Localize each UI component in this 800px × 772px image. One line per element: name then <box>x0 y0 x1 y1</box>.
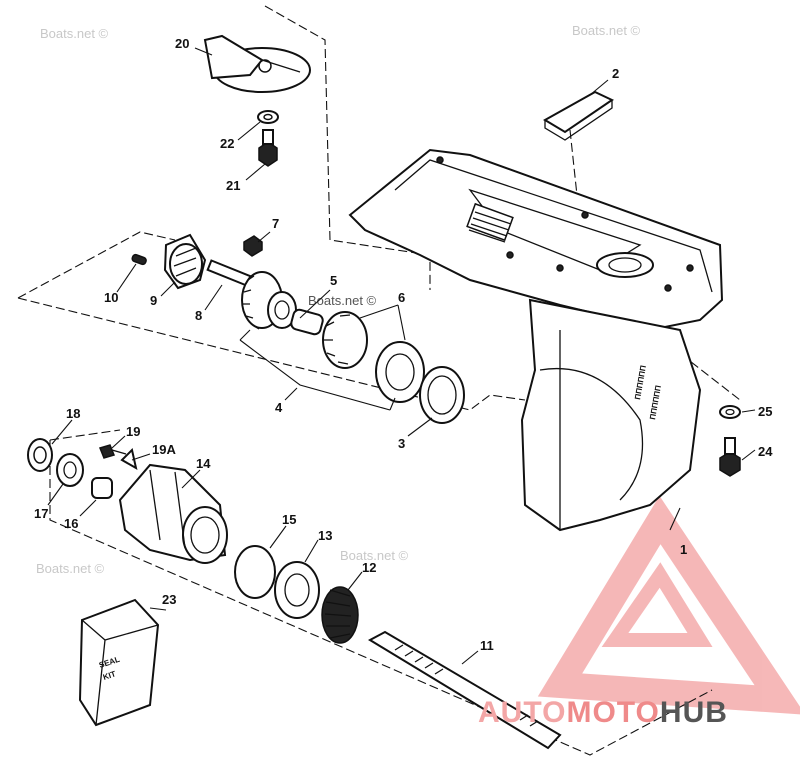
ball-bearing-inner <box>284 573 310 607</box>
callout-5: 5 <box>330 273 337 288</box>
callout-3: 3 <box>398 436 405 451</box>
callout-21: 21 <box>226 178 240 193</box>
clutch <box>163 233 207 290</box>
watermark: Boats.net © <box>572 23 641 38</box>
reference-line <box>264 5 431 290</box>
bolt-head <box>258 141 278 167</box>
gear-housing: ΠΠΠΠΠΠ ΠΠΠΠΠΠ <box>348 148 724 532</box>
callout-23: 23 <box>162 592 176 607</box>
watermark: Boats.net © <box>308 293 377 308</box>
washer-hole <box>725 408 735 416</box>
o-ring <box>234 545 276 599</box>
o-ring <box>419 366 465 424</box>
watermark: Boats.net © <box>40 26 109 41</box>
automotohub-logo <box>537 495 800 715</box>
pinion-gear-assembly <box>241 271 324 336</box>
oil-seal-inner <box>33 446 47 464</box>
logo-auto: AUTO <box>478 696 566 729</box>
seal <box>56 453 84 487</box>
group-bracket <box>239 329 251 341</box>
seal-kit-label-line2: KIT <box>102 669 117 682</box>
logo-text: AUTOMOTOHUB <box>478 696 728 729</box>
callout-9: 9 <box>150 293 157 308</box>
roller-bearing <box>322 311 425 403</box>
callout-15: 15 <box>282 512 296 527</box>
callout-13: 13 <box>318 528 332 543</box>
washer-hole <box>263 113 273 121</box>
callout-17: 17 <box>34 506 48 521</box>
callout-24: 24 <box>758 444 773 459</box>
trim-tab-anode <box>203 34 311 93</box>
ball-bearing <box>274 561 320 619</box>
logo-hub: HUB <box>660 696 728 729</box>
callout-22: 22 <box>220 136 234 151</box>
seal-inner <box>63 461 77 479</box>
leader-lines <box>47 47 756 665</box>
propeller-shaft <box>367 630 562 750</box>
callout-20: 20 <box>175 36 189 51</box>
watermark: Boats.net © <box>340 548 409 563</box>
group-bracket <box>389 397 396 411</box>
callout-12: 12 <box>362 560 376 575</box>
screw-shank <box>111 449 127 455</box>
forward-gear <box>321 586 359 644</box>
bearing-carrier <box>118 463 228 564</box>
callout-14: 14 <box>196 456 211 471</box>
seal-kit-box: SEAL KIT <box>78 598 160 727</box>
callout-18: 18 <box>66 406 80 421</box>
reference-line <box>17 297 526 411</box>
callout-10: 10 <box>104 290 118 305</box>
callout-2: 2 <box>612 66 619 81</box>
callout-19: 19 <box>126 424 140 439</box>
screw <box>98 444 116 459</box>
callout-6: 6 <box>398 290 405 305</box>
reference-line <box>49 440 713 756</box>
bolt-thread <box>262 129 274 145</box>
callout-11: 11 <box>480 638 494 653</box>
reference-line <box>17 231 176 299</box>
part-callouts: 20 2 22 21 7 10 9 8 5 6 4 3 25 24 1 18 1… <box>34 36 773 653</box>
washer <box>719 405 741 419</box>
callout-4: 4 <box>275 400 283 415</box>
shaft <box>206 259 252 287</box>
pin <box>131 253 147 266</box>
o-ring-inner <box>427 375 457 415</box>
callout-25: 25 <box>758 404 772 419</box>
water-pickup-pad-edge <box>544 100 613 141</box>
callout-16: 16 <box>64 516 78 531</box>
callout-19a: 19A <box>152 442 176 457</box>
group-bracket <box>239 339 391 411</box>
callout-7: 7 <box>272 216 279 231</box>
reference-line <box>49 429 121 441</box>
plug <box>243 235 263 257</box>
water-pickup-pad <box>543 90 615 134</box>
watermark: Boats.net © <box>36 561 105 576</box>
needle-bearing <box>91 477 113 499</box>
bolt-thread <box>724 437 736 455</box>
bolt-head <box>719 451 741 477</box>
logo-moto: MOTO <box>566 696 659 729</box>
callout-1: 1 <box>680 542 687 557</box>
callout-8: 8 <box>195 308 202 323</box>
